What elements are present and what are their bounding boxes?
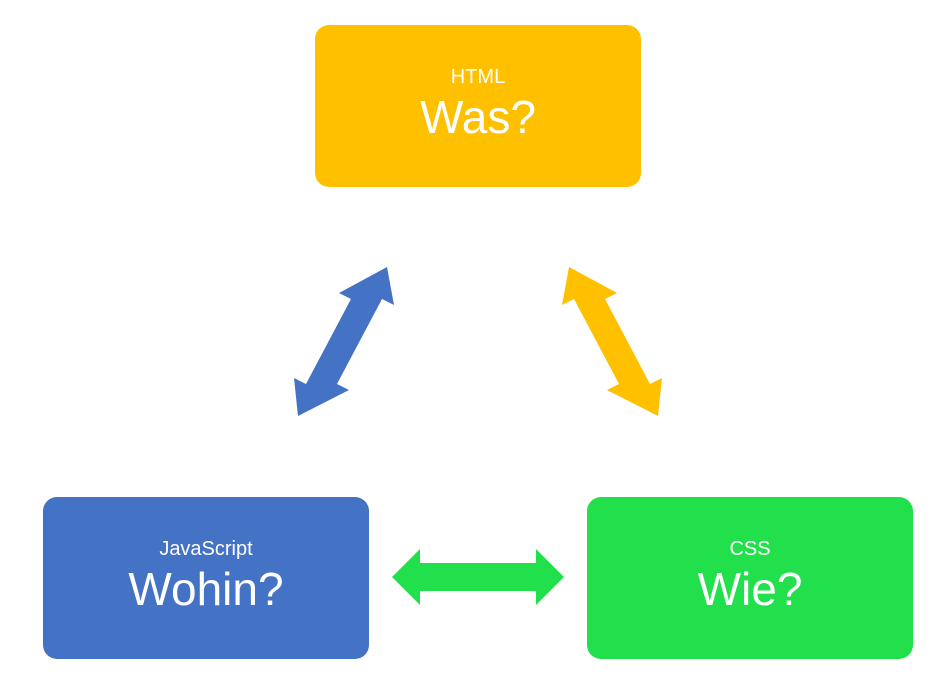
css-node-question: Wie? bbox=[697, 563, 803, 615]
html-node: HTML Was? bbox=[315, 25, 641, 187]
javascript-node-question: Wohin? bbox=[128, 563, 284, 615]
html-node-question: Was? bbox=[420, 91, 536, 143]
arrow-html-javascript bbox=[294, 267, 394, 416]
arrow-javascript-css bbox=[392, 549, 564, 605]
css-node-label: CSS bbox=[729, 538, 771, 560]
arrow-html-css bbox=[562, 267, 662, 416]
css-node: CSS Wie? bbox=[587, 497, 913, 659]
html-node-label: HTML bbox=[450, 66, 506, 88]
javascript-node-label: JavaScript bbox=[159, 538, 253, 560]
javascript-node: JavaScript Wohin? bbox=[43, 497, 369, 659]
